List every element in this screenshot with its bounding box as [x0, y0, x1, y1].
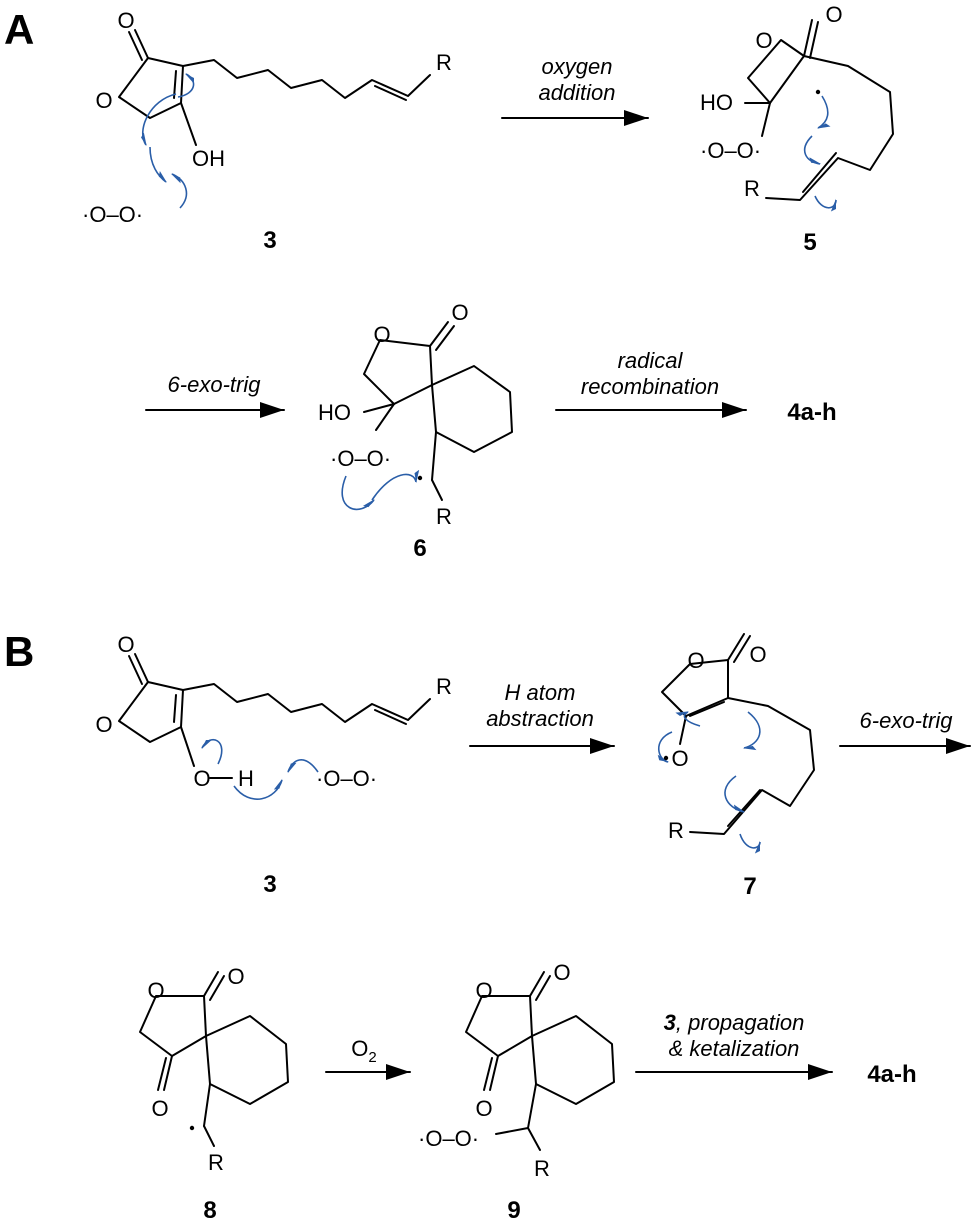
- c7-atom-o-radical: O: [671, 746, 688, 771]
- compound-label-6: 6: [413, 535, 426, 562]
- compound-label-8: 8: [203, 1197, 216, 1224]
- compound-6-structure: [341, 321, 513, 510]
- product-4a-h-b: 4a-h: [867, 1061, 916, 1088]
- step-label-recombination: recombination: [581, 374, 719, 399]
- c3b-atom-o-hydroxyl: O: [193, 766, 210, 791]
- atom-o-ring: O: [95, 88, 112, 113]
- c7-atom-r: R: [668, 818, 684, 843]
- c8-atom-o-carbonyl: O: [227, 964, 244, 989]
- step-label-addition: addition: [538, 80, 615, 105]
- compound-label-3: 3: [263, 227, 276, 254]
- c5-atom-o-ring: O: [755, 28, 772, 53]
- c3b-atom-r: R: [436, 674, 452, 699]
- c3b-atom-o-ring: O: [95, 712, 112, 737]
- c6-atom-ho: HO: [318, 400, 351, 425]
- c5-atom-ho: HO: [700, 90, 733, 115]
- c9-atom-o-carbonyl: O: [553, 960, 570, 985]
- compound-7-structure: [657, 633, 815, 854]
- step-label-radical: radical: [618, 348, 684, 373]
- compound-label-7: 7: [743, 873, 756, 900]
- c6-atom-o-ring: O: [373, 322, 390, 347]
- step-label-h-atom: H atom: [505, 680, 576, 705]
- compound-5-structure: [744, 19, 894, 212]
- dioxygen-radical: ·O–O·: [82, 202, 143, 227]
- atom-r: R: [436, 50, 452, 75]
- c8-atom-r: R: [208, 1150, 224, 1175]
- step-label-ketalization: & ketalization: [669, 1036, 800, 1061]
- c9-atom-r: R: [534, 1156, 550, 1181]
- compound-3-structure: [118, 29, 431, 209]
- c9-peroxyl: ·O–O·: [418, 1126, 479, 1151]
- c8-atom-o-ketone: O: [151, 1096, 168, 1121]
- c5-peroxyl: ·O–O·: [700, 138, 761, 163]
- step-label-oxygen: oxygen: [542, 54, 613, 79]
- product-4a-h-a: 4a-h: [787, 399, 836, 426]
- step-label-abstraction: abstraction: [486, 706, 594, 731]
- compound-8-structure: [139, 971, 289, 1147]
- compound-label-3b: 3: [263, 871, 276, 898]
- step-label-6-exo-trig-a: 6-exo-trig: [168, 372, 262, 397]
- c5-atom-r: R: [744, 176, 760, 201]
- panel-label-a: A: [4, 6, 34, 53]
- c7-atom-o-carbonyl: O: [749, 642, 766, 667]
- compound-label-9: 9: [507, 1197, 520, 1224]
- c8-atom-o-ring: O: [147, 978, 164, 1003]
- compound-label-5: 5: [803, 229, 816, 256]
- atom-oh: OH: [192, 146, 225, 171]
- c5-atom-o-carbonyl: O: [825, 2, 842, 27]
- c6-atom-o-carbonyl: O: [451, 300, 468, 325]
- c6-peroxyl: ·O–O·: [330, 446, 391, 471]
- c3b-dioxygen-radical: ·O–O·: [316, 766, 377, 791]
- panel-label-b: B: [4, 628, 34, 675]
- butenolide-ring: [118, 57, 184, 119]
- compound-9-structure: [465, 971, 615, 1151]
- c3b-atom-h: H: [238, 766, 254, 791]
- atom-o-carbonyl: O: [117, 8, 134, 33]
- step-label-propagation: 3, propagation: [664, 1010, 805, 1035]
- c9-atom-o-ketone: O: [475, 1096, 492, 1121]
- c3b-atom-o-carbonyl: O: [117, 632, 134, 657]
- step-label-o2: O2: [351, 1036, 376, 1066]
- c6-atom-r: R: [436, 504, 452, 529]
- step-label-6-exo-trig-b: 6-exo-trig: [860, 708, 954, 733]
- c7-atom-o-ring: O: [687, 648, 704, 673]
- c9-atom-o-ring: O: [475, 978, 492, 1003]
- compound-3b-structure: [118, 653, 431, 800]
